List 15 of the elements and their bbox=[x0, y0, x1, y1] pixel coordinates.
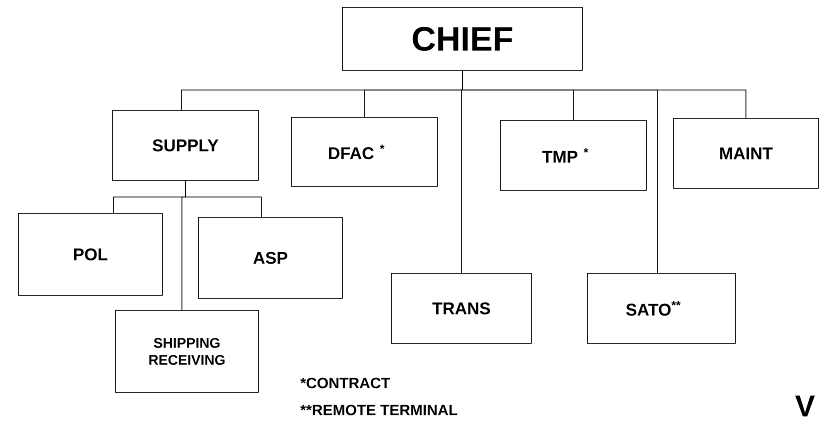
org-box: TRANS bbox=[391, 273, 532, 344]
org-box: MAINT bbox=[673, 118, 819, 189]
footnote-text: **REMOTE TERMINAL bbox=[300, 404, 458, 416]
org-box: ASP bbox=[198, 217, 343, 299]
org-box: SHIPPING RECEIVING bbox=[115, 310, 259, 393]
org-box: SATO$^{**}$ bbox=[587, 273, 736, 344]
footnote-text: *CONTRACT bbox=[300, 378, 390, 388]
connector-line bbox=[462, 70, 658, 274]
org-box: POL bbox=[18, 213, 163, 296]
org-box: CHIEF bbox=[342, 7, 583, 71]
connector-line bbox=[182, 180, 186, 310]
org-box: DFAC $^{*}$ bbox=[291, 117, 438, 187]
org-box: TMP $^{*}$ bbox=[500, 120, 647, 191]
corner-mark: V bbox=[795, 396, 815, 416]
org-box: SUPPLY bbox=[112, 110, 259, 181]
